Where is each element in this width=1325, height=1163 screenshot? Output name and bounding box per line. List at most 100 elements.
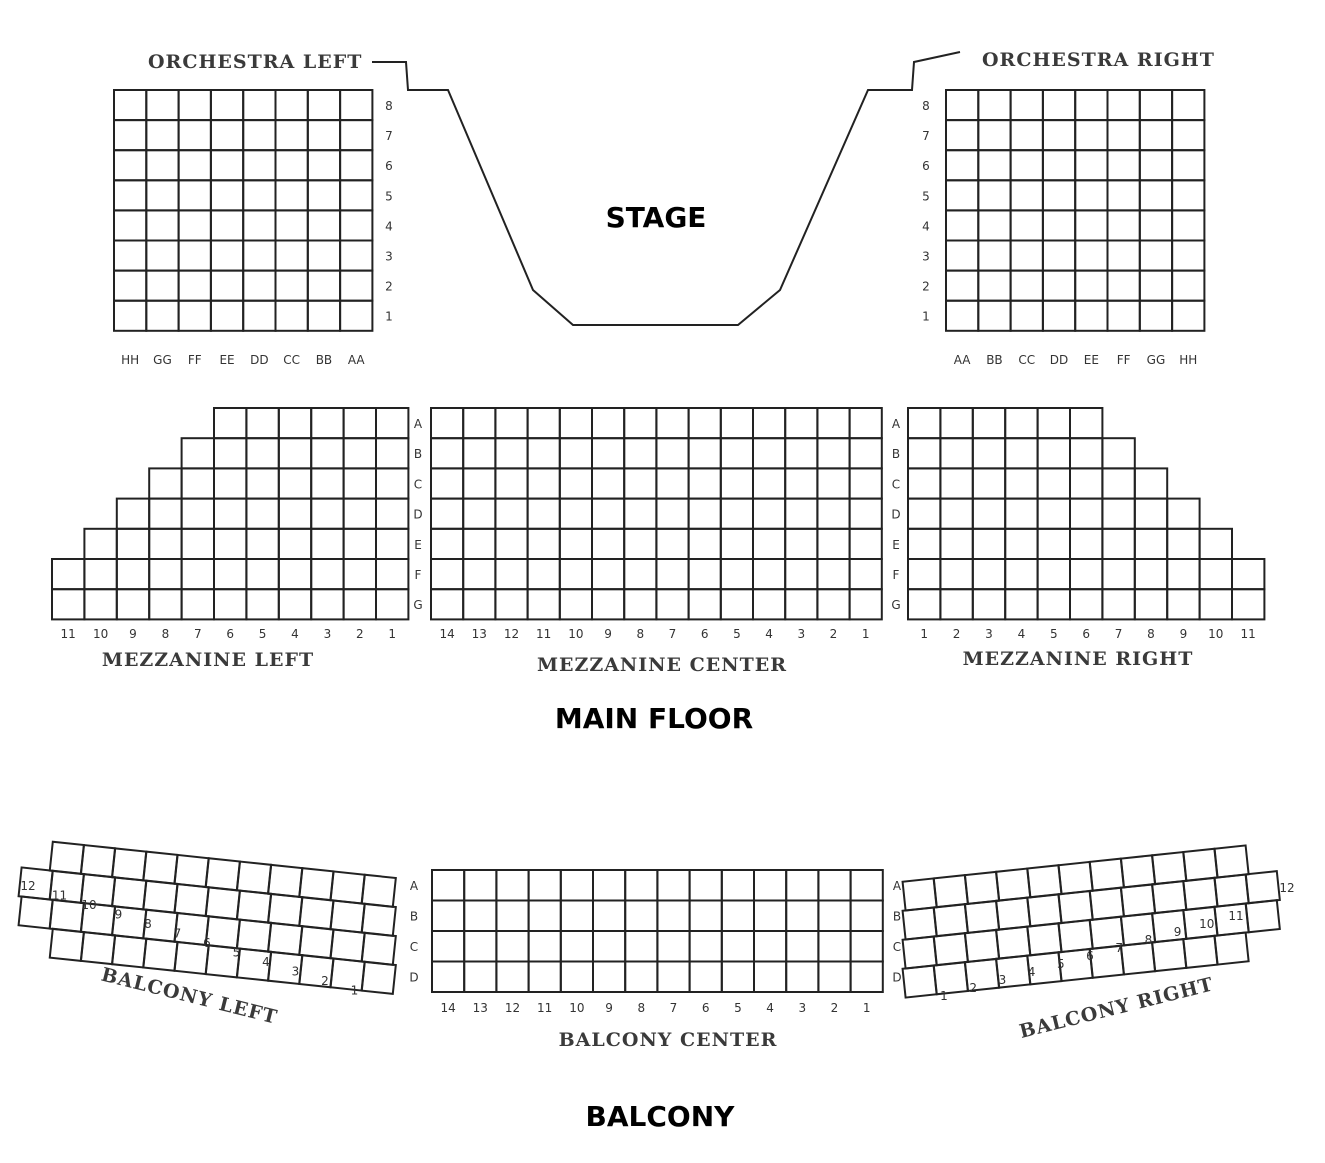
mezzanine-center-seat[interactable] bbox=[591, 527, 626, 560]
mezzanine-right-seat[interactable] bbox=[971, 497, 1007, 530]
balcony-center-seat[interactable] bbox=[785, 930, 820, 963]
mezzanine-left-seat[interactable] bbox=[115, 497, 151, 530]
balcony-center-seat-highlighted[interactable] bbox=[592, 960, 627, 993]
mezzanine-center-seat[interactable] bbox=[848, 527, 883, 560]
mezzanine-center-seat[interactable] bbox=[784, 407, 819, 440]
mezzanine-center-seat[interactable] bbox=[848, 407, 883, 440]
mezzanine-right-seat[interactable] bbox=[1198, 558, 1233, 591]
mezzanine-center-seat[interactable] bbox=[430, 407, 465, 440]
mezzanine-left-seat[interactable] bbox=[213, 497, 248, 530]
mezzanine-center-seat[interactable] bbox=[848, 558, 883, 591]
mezzanine-center-seat[interactable] bbox=[752, 437, 787, 470]
mezzanine-right-seat[interactable] bbox=[1166, 588, 1201, 621]
orchestra-left-seat[interactable] bbox=[145, 269, 180, 302]
balcony-center-seat[interactable] bbox=[527, 930, 562, 963]
balcony-center-seat[interactable] bbox=[527, 960, 562, 993]
orchestra-left-seat[interactable] bbox=[209, 119, 245, 152]
orchestra-right-seat[interactable] bbox=[1138, 269, 1174, 302]
mezzanine-center-seat[interactable] bbox=[462, 588, 497, 621]
mezzanine-center-seat[interactable] bbox=[591, 497, 626, 530]
balcony-center-seat[interactable] bbox=[720, 930, 755, 963]
mezzanine-left-seat[interactable] bbox=[342, 497, 378, 530]
orchestra-right-seat[interactable] bbox=[1009, 209, 1044, 242]
mezzanine-right-seat[interactable] bbox=[1133, 467, 1169, 500]
mezzanine-center-seat[interactable] bbox=[591, 407, 626, 440]
orchestra-right-seat[interactable] bbox=[977, 89, 1012, 122]
orchestra-left-seat[interactable] bbox=[113, 179, 148, 212]
balcony-center-seat-highlighted[interactable] bbox=[559, 930, 594, 963]
orchestra-right-seat[interactable] bbox=[977, 179, 1012, 212]
mezzanine-left-seat[interactable] bbox=[148, 588, 183, 621]
mezzanine-right-seat[interactable] bbox=[1198, 527, 1233, 560]
mezzanine-center-seat[interactable] bbox=[848, 467, 883, 500]
orchestra-right-seat[interactable] bbox=[1074, 179, 1109, 212]
mezzanine-left-seat[interactable] bbox=[245, 437, 280, 470]
mezzanine-center-seat[interactable] bbox=[591, 588, 626, 621]
balcony-right-seat[interactable] bbox=[1151, 937, 1188, 973]
orchestra-right-seat[interactable] bbox=[1138, 299, 1174, 332]
orchestra-right-seat[interactable] bbox=[1171, 149, 1206, 182]
balcony-left-seat[interactable] bbox=[235, 918, 273, 953]
mezzanine-left-seat[interactable] bbox=[245, 558, 280, 591]
mezzanine-left-seat[interactable] bbox=[310, 467, 345, 500]
orchestra-right-seat[interactable] bbox=[1009, 179, 1044, 212]
orchestra-right-seat[interactable] bbox=[1009, 149, 1044, 182]
mezzanine-center-seat[interactable] bbox=[462, 437, 497, 470]
balcony-center-seat[interactable] bbox=[463, 930, 498, 963]
balcony-center-seat[interactable] bbox=[849, 869, 884, 902]
mezzanine-center-seat[interactable] bbox=[623, 437, 658, 470]
mezzanine-center-seat[interactable] bbox=[784, 588, 819, 621]
balcony-left-seat[interactable] bbox=[360, 960, 397, 995]
mezzanine-right-seat[interactable] bbox=[971, 437, 1007, 470]
balcony-left-seat[interactable] bbox=[17, 895, 54, 930]
orchestra-left-seat[interactable] bbox=[145, 119, 180, 152]
mezzanine-right-seat[interactable] bbox=[971, 407, 1007, 440]
mezzanine-right-seat[interactable] bbox=[1004, 407, 1039, 440]
orchestra-right-seat[interactable] bbox=[1041, 269, 1077, 302]
balcony-right-seat[interactable] bbox=[932, 874, 969, 909]
balcony-center-seat[interactable] bbox=[688, 960, 723, 993]
mezzanine-right-seat[interactable] bbox=[1069, 558, 1104, 591]
mezzanine-center-seat[interactable] bbox=[462, 497, 497, 530]
orchestra-right-seat[interactable] bbox=[1041, 89, 1077, 122]
mezzanine-center-seat[interactable] bbox=[784, 467, 819, 500]
mezzanine-center-seat[interactable] bbox=[687, 467, 722, 500]
orchestra-left-seat[interactable] bbox=[306, 119, 342, 152]
balcony-center-seat[interactable] bbox=[527, 869, 562, 902]
mezzanine-right-seat[interactable] bbox=[1133, 527, 1169, 560]
mezzanine-center-seat[interactable] bbox=[623, 527, 658, 560]
orchestra-right-seat[interactable] bbox=[1171, 239, 1206, 272]
orchestra-right-seat[interactable] bbox=[1009, 269, 1044, 302]
orchestra-right-seat[interactable] bbox=[1106, 89, 1141, 122]
mezzanine-right-seat[interactable] bbox=[907, 437, 942, 470]
balcony-center-seat[interactable] bbox=[817, 960, 852, 993]
orchestra-right-seat[interactable] bbox=[1138, 119, 1174, 152]
balcony-right-seat[interactable] bbox=[1151, 879, 1188, 915]
orchestra-right-seat[interactable] bbox=[1041, 179, 1077, 212]
balcony-right-seat[interactable] bbox=[1088, 886, 1125, 921]
balcony-center-seat-highlighted[interactable] bbox=[624, 930, 659, 963]
mezzanine-center-seat[interactable] bbox=[655, 437, 690, 470]
orchestra-right-seat[interactable] bbox=[977, 299, 1012, 332]
balcony-center-seat[interactable] bbox=[592, 869, 627, 902]
orchestra-left-seat[interactable] bbox=[242, 149, 277, 182]
balcony-center-seat-highlighted[interactable] bbox=[656, 960, 691, 993]
orchestra-right-seat[interactable] bbox=[1009, 119, 1044, 152]
balcony-center-seat-highlighted[interactable] bbox=[559, 960, 594, 993]
mezzanine-center-seat[interactable] bbox=[430, 558, 465, 591]
orchestra-right-seat[interactable] bbox=[945, 149, 980, 182]
balcony-center-seat[interactable] bbox=[849, 899, 884, 932]
orchestra-right-seat[interactable] bbox=[977, 269, 1012, 302]
orchestra-left-seat[interactable] bbox=[145, 299, 180, 332]
mezzanine-center-seat[interactable] bbox=[494, 497, 529, 530]
mezzanine-center-seat[interactable] bbox=[816, 467, 851, 500]
mezzanine-left-seat[interactable] bbox=[213, 407, 248, 440]
balcony-left-seat[interactable] bbox=[204, 915, 241, 950]
mezzanine-center-seat[interactable] bbox=[526, 467, 561, 500]
balcony-left-seat[interactable] bbox=[360, 902, 397, 937]
mezzanine-center-seat[interactable] bbox=[494, 588, 529, 621]
orchestra-right-seat[interactable] bbox=[1074, 239, 1109, 272]
mezzanine-center-seat[interactable] bbox=[816, 527, 851, 560]
orchestra-left-seat[interactable] bbox=[177, 299, 212, 332]
balcony-right-seat[interactable] bbox=[901, 935, 938, 970]
